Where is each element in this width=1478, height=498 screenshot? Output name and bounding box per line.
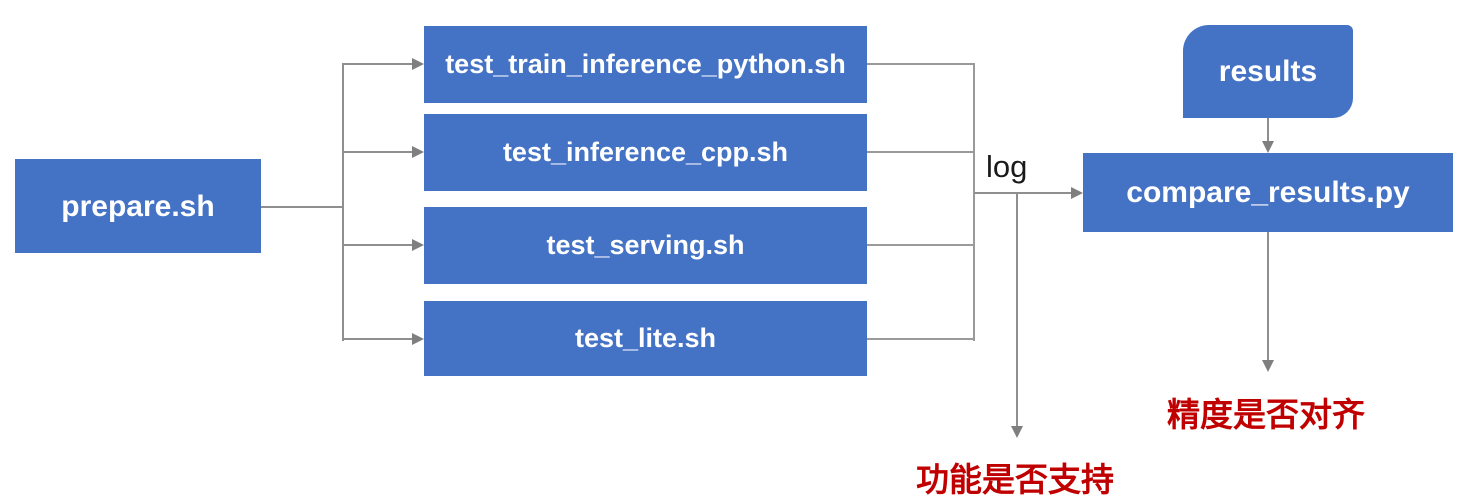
connector-log-to-compare	[974, 192, 1071, 194]
connector-branch-1	[343, 63, 413, 65]
node-results: results	[1183, 25, 1353, 118]
arrowhead-icon	[1262, 360, 1274, 372]
node-test-lite-sh: test_lite.sh	[424, 301, 867, 376]
connector-results-to-compare	[1267, 118, 1269, 142]
connector-compare-to-outcome	[1267, 232, 1269, 360]
connector-test-out-4	[867, 338, 974, 340]
arrowhead-icon	[412, 146, 424, 158]
connector-test-out-1	[867, 63, 974, 65]
node-test-serving-sh: test_serving.sh	[424, 207, 867, 284]
node-test-train-inference-python-sh: test_train_inference_python.sh	[424, 26, 867, 103]
node-test-inference-cpp-sh: test_inference_cpp.sh	[424, 114, 867, 191]
connector-log-drop	[1016, 193, 1018, 426]
connector-right-collector	[973, 63, 975, 341]
connector-branch-2	[343, 151, 413, 153]
arrowhead-icon	[1071, 187, 1083, 199]
connector-branch-4	[343, 338, 413, 340]
connector-test-out-2	[867, 151, 974, 153]
connector-test-out-3	[867, 244, 974, 246]
connector-left-collector	[342, 63, 344, 341]
edge-label-log: log	[986, 149, 1028, 184]
arrowhead-icon	[1262, 141, 1274, 153]
outcome-label-precision-aligned: 精度是否对齐	[1167, 396, 1365, 433]
arrowhead-icon	[412, 333, 424, 345]
node-prepare-sh: prepare.sh	[15, 159, 261, 253]
arrowhead-icon	[412, 58, 424, 70]
connector-branch-3	[343, 244, 413, 246]
node-compare-results-py: compare_results.py	[1083, 153, 1453, 232]
connector-prepare-out	[261, 206, 343, 208]
outcome-label-function-support: 功能是否支持	[916, 461, 1114, 498]
arrowhead-icon	[412, 239, 424, 251]
arrowhead-icon	[1011, 426, 1023, 438]
